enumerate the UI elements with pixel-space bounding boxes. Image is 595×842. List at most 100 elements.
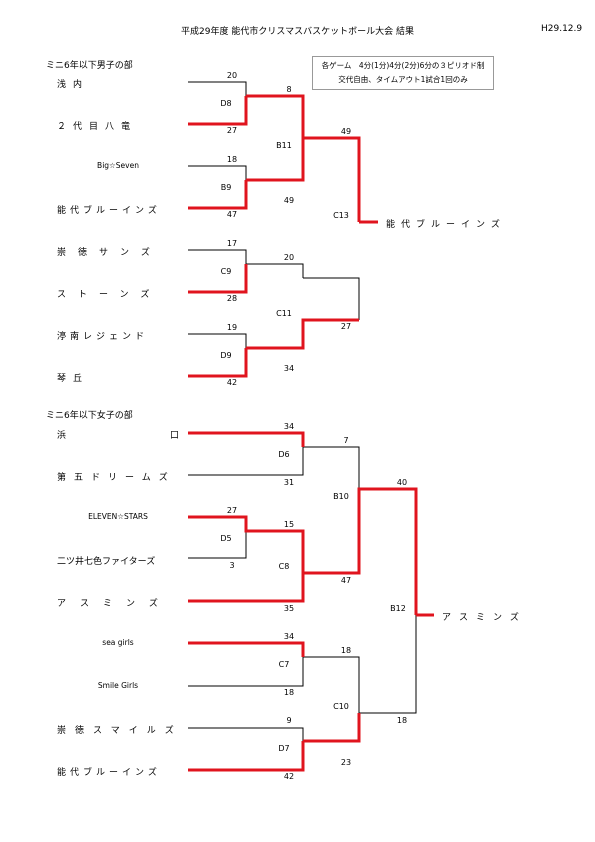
score-label: 20 [283,253,295,262]
bracket-line [188,727,304,741]
score-label: 47 [226,210,238,219]
game-label: D9 [220,351,232,360]
team-name: 崇徳スマイルズ [57,726,183,736]
winner-line [246,318,359,350]
score-label: 49 [283,196,295,205]
bracket-line [188,81,247,96]
rules-line-1: 各ゲーム 4分(1分)4分(2分)6分の３ピリオド制 [321,61,485,70]
score-label: 20 [226,71,238,80]
bracket-line [246,263,304,278]
team-name: Big☆Seven [97,161,139,170]
team-name: 渟南レジェンド [57,332,149,342]
score-label: 34 [283,422,295,431]
winner-line [188,180,248,210]
team-name: ストーンズ [57,290,162,300]
team-name: Smile Girls [97,681,139,690]
score-label: 28 [226,294,238,303]
game-label: D7 [278,744,290,753]
game-label: D5 [220,534,232,543]
score-label: 34 [283,632,295,641]
rules-box: 各ゲーム 4分(1分)4分(2分)6分の３ピリオド制 交代自由、タイムアウト1試… [312,56,494,90]
team-name: 浜口 [57,431,179,441]
game-label: C13 [333,211,349,220]
score-label: 18 [396,716,408,725]
bracket-line [188,657,304,687]
score-label: 27 [226,126,238,135]
score-label: 42 [283,772,295,781]
winner-line [188,573,305,603]
score-label: 27 [226,506,238,515]
bracket-line [359,615,417,714]
winner-line [188,515,305,545]
team-name: 第五ドリームズ [57,473,176,483]
winner-line [303,136,361,222]
bracket-line [303,277,360,320]
score-label: 42 [226,378,238,387]
date-label: H29.12.9 [541,24,583,34]
winner-line [188,741,305,772]
bracket-line [303,446,360,489]
game-label: C8 [278,562,290,571]
bracket-line [188,249,247,264]
girls-section-label: ミニ6年以下女子の部 [46,411,133,421]
girls-champion: アスミンズ [442,613,527,623]
score-label: 15 [283,520,295,529]
game-label: C7 [278,660,290,669]
rules-line-2: 交代自由、タイムアウト1試合1回のみ [338,75,468,84]
score-label: 23 [340,758,352,767]
game-label: B9 [220,183,232,192]
game-label: B12 [390,604,406,613]
score-label: 9 [286,716,292,725]
winner-line [188,641,305,657]
score-label: 49 [340,127,352,136]
winner-line [246,94,305,138]
team-name: 浅内 [57,80,90,90]
score-label: 19 [226,323,238,332]
score-label: 31 [283,478,295,487]
game-label: B11 [276,141,292,150]
score-label: 34 [283,364,295,373]
bracket-line [246,95,304,110]
bracket-line [188,531,247,559]
winner-line [188,348,248,378]
score-label: 18 [283,688,295,697]
winner-line [246,138,305,182]
team-name: ELEVEN☆STARS [88,512,148,521]
team-name: アスミンズ [57,599,172,609]
score-label: 3 [229,561,235,570]
page-title: 平成29年度 能代市クリスマスバスケットボール大会 結果 [181,27,414,37]
score-label: 7 [343,436,349,445]
team-name: 琴丘 [57,374,90,384]
bracket-line [188,333,247,348]
bracket-line [188,165,247,180]
team-name: 二ツ井七色ファイターズ [57,557,156,567]
team-name: 崇徳サンズ [57,248,162,258]
team-name: 能代ブルーインズ [57,206,161,216]
game-label: D6 [278,450,290,459]
winner-line [188,96,248,126]
winner-line [188,264,248,294]
score-label: 35 [283,604,295,613]
game-label: C10 [333,702,349,711]
game-label: D8 [220,99,232,108]
score-label: 27 [340,322,352,331]
team-name: 能代ブルーインズ [57,768,161,778]
score-label: 17 [226,239,238,248]
score-label: 8 [286,85,292,94]
game-label: B10 [333,492,349,501]
winner-line [303,487,418,615]
boys-champion: 能代ブルーインズ [386,220,506,230]
team-name: sea girls [102,638,134,647]
winner-line [188,431,305,447]
game-label: C11 [276,309,292,318]
bracket-line [303,656,360,713]
score-label: 18 [340,646,352,655]
team-name: ２代目八竜 [57,122,138,132]
score-label: 18 [226,155,238,164]
winner-line [303,713,361,743]
bracket-line [188,447,304,476]
game-label: C9 [220,267,232,276]
score-label: 47 [340,576,352,585]
